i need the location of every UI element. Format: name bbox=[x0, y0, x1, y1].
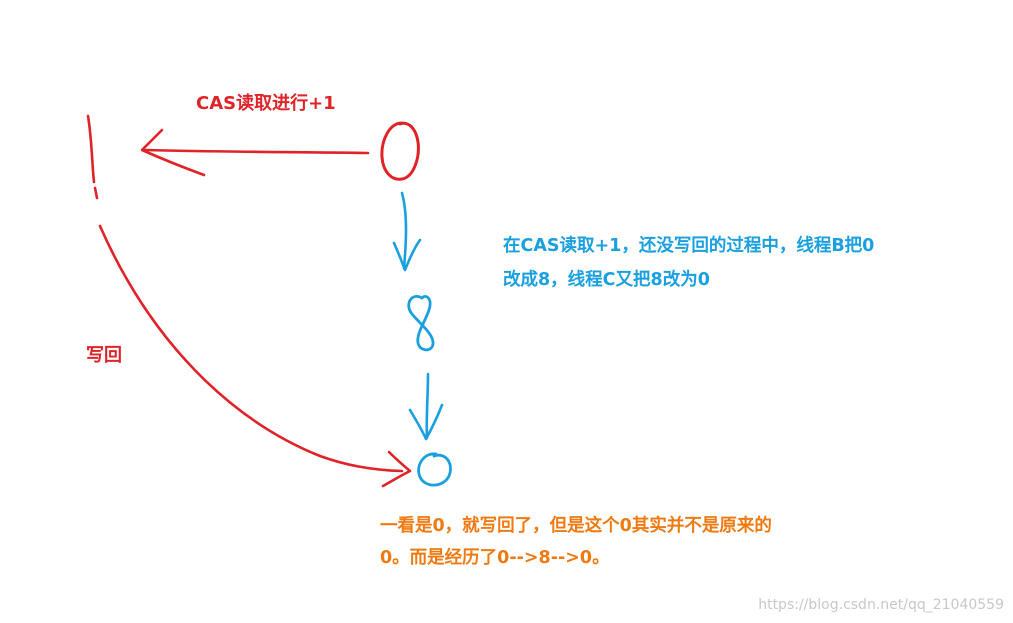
cas-read-label: CAS读取进行+1 bbox=[196, 93, 336, 114]
write-back-curve bbox=[98, 224, 404, 473]
conclusion-line-2: 0。而是经历了0-->8-->0。 bbox=[380, 548, 610, 568]
original-zero bbox=[380, 121, 420, 181]
final-zero bbox=[417, 452, 452, 487]
arrow-eight-to-zero-head bbox=[408, 403, 444, 441]
write-back-arrowhead bbox=[381, 450, 412, 488]
explanation-text: 在CAS读取+1，还没写回的过程中，线程B把0 改成8，线程C又把8改为0 bbox=[503, 229, 874, 297]
arrow-zero-to-eight-head bbox=[392, 238, 422, 272]
conclusion-line-1: 一看是0，就写回了，但是这个0其实并不是原来的 bbox=[380, 516, 772, 536]
red-vertical-stroke bbox=[86, 114, 99, 200]
write-back-label: 写回 bbox=[86, 345, 122, 366]
watermark: https://blog.csdn.net/qq_21040559 bbox=[758, 597, 1004, 613]
arrow-eight-to-zero bbox=[425, 372, 430, 440]
explanation-line-1: 在CAS读取+1，还没写回的过程中，线程B把0 bbox=[503, 236, 875, 256]
cas-read-arrowhead bbox=[140, 128, 206, 177]
explanation-line-2: 改成8，线程C又把8改为0 bbox=[503, 270, 710, 290]
arrow-zero-to-eight bbox=[400, 191, 408, 270]
conclusion-text: 一看是0，就写回了，但是这个0其实并不是原来的 0。而是经历了0-->8-->0… bbox=[380, 510, 772, 574]
middle-eight bbox=[407, 295, 435, 352]
cas-read-arrow bbox=[143, 148, 370, 155]
